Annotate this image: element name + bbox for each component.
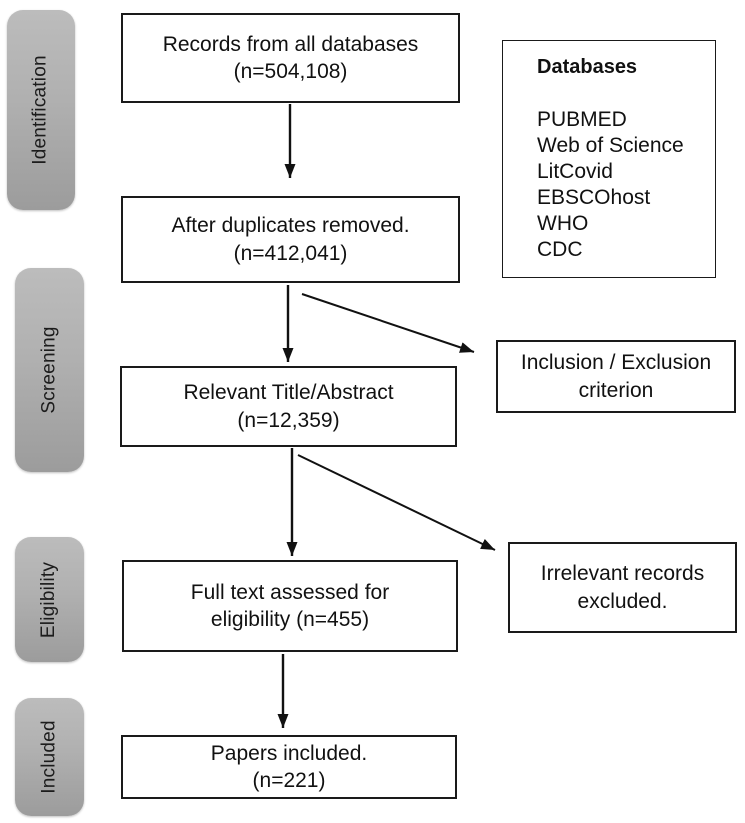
stage-tab-included: Included [15,698,84,816]
stage-label-screening: Screening [38,326,60,414]
side-box-inclusion-exclusion-criterion: Inclusion / Exclusion criterion [496,340,736,413]
database-item-pubmed: PUBMED [537,108,627,131]
flow-box-text: After duplicates removed. [171,214,410,238]
side-box-irrelevant-records-excluded: Irrelevant records excluded. [508,542,737,633]
stage-label-eligibility: Eligibility [38,561,60,638]
flow-box-relevant-title-abstract: Relevant Title/Abstract (n=12,359) [120,366,457,447]
side-box-databases: Databases PUBMED Web of Science LitCovid… [502,40,716,278]
stage-tab-eligibility: Eligibility [15,537,84,662]
flow-box-text: Papers included. [210,741,368,765]
flow-box-count: eligibility (n=455) [210,608,370,631]
side-box-text: Inclusion / Exclusion [520,351,712,375]
side-box-text: Irrelevant records [540,562,705,586]
flow-box-text: Full text assessed for [190,580,390,604]
stage-label-included: Included [38,720,60,794]
flow-box-count: (n=412,041) [233,241,348,265]
flow-box-count: (n=221) [252,769,326,792]
stage-tab-screening: Screening [15,268,84,472]
database-item-cdc: CDC [537,238,583,261]
stage-label-identification: Identification [30,55,52,165]
side-box-text: excluded. [577,589,668,613]
flow-box-count: (n=12,359) [237,408,340,432]
side-box-text: criterion [578,378,654,402]
flow-box-text: Relevant Title/Abstract [183,381,394,405]
flow-box-text: Records from all databases [162,32,419,56]
flow-box-papers-included: Papers included. (n=221) [121,735,457,799]
flow-box-records-all-databases: Records from all databases (n=504,108) [121,13,460,103]
database-item-who: WHO [537,212,589,235]
database-item-web-of-science: Web of Science [537,134,684,157]
arrow-titleabs-to-excluded [297,454,496,551]
stage-tab-identification: Identification [7,10,75,210]
databases-list: PUBMED Web of Science LitCovid EBSCOhost… [537,107,715,263]
database-item-ebscohost: EBSCOhost [537,186,651,209]
flow-box-full-text-assessed: Full text assessed for eligibility (n=45… [122,560,458,652]
databases-title: Databases [537,56,638,78]
flow-box-after-duplicates-removed: After duplicates removed. (n=412,041) [121,196,460,283]
arrow-dedup-to-criterion [301,293,475,353]
database-item-litcovid: LitCovid [537,160,613,183]
flow-box-count: (n=504,108) [233,60,348,83]
